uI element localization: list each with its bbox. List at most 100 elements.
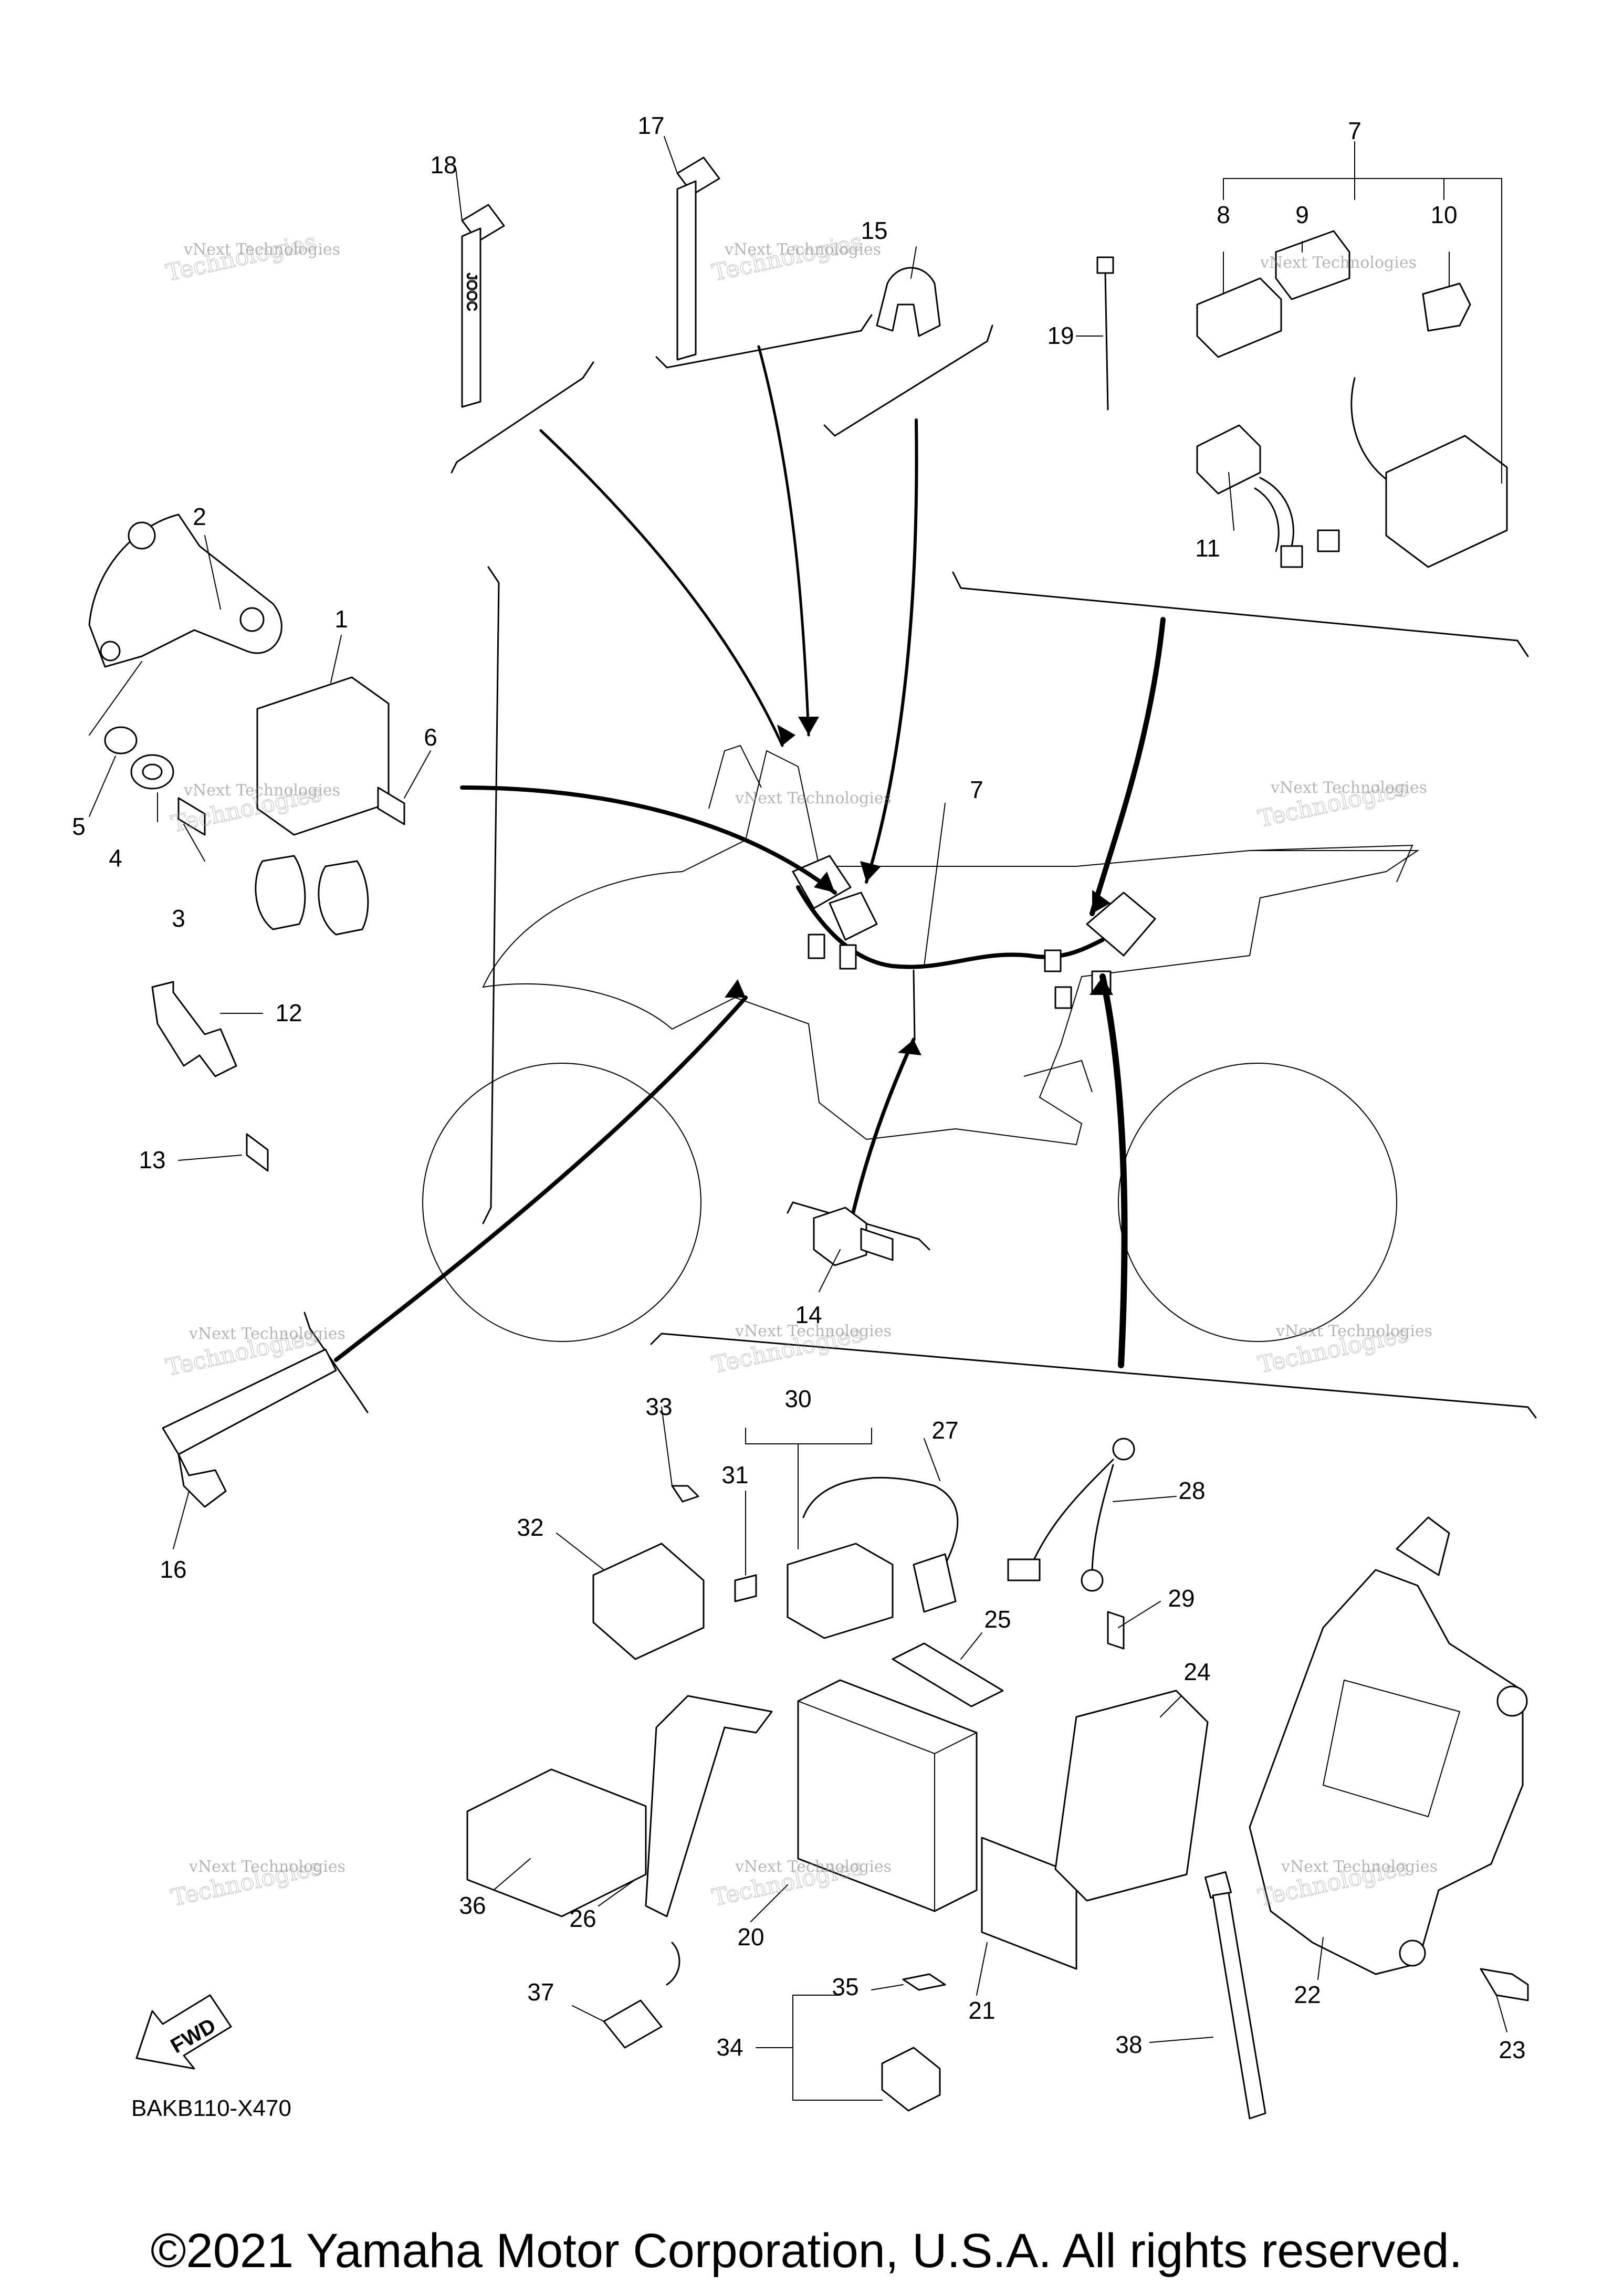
cover-21 xyxy=(981,1837,1077,1970)
callout-26: 26 xyxy=(569,1905,596,1932)
cable-tie-38 xyxy=(1204,1871,1266,2120)
callout-bracket-left xyxy=(460,566,837,1224)
sub-harness-11 xyxy=(1196,424,1340,568)
callout-bracket-top-right xyxy=(952,571,1529,916)
callout-21: 21 xyxy=(968,1997,995,2024)
callout-37: 37 xyxy=(527,1978,554,2006)
clamp-15 xyxy=(876,267,941,337)
watermark-1: vNext Technologies xyxy=(183,240,340,259)
band-26 xyxy=(645,1695,773,1917)
watermark-11: vNext Technologies xyxy=(735,1858,892,1876)
bracket-2 xyxy=(88,513,282,668)
band-16 xyxy=(162,1348,337,1508)
damper-4 xyxy=(130,754,174,790)
callout-17: 17 xyxy=(637,112,664,139)
callout-34: 34 xyxy=(716,2033,743,2061)
callout-32: 32 xyxy=(517,1514,543,1541)
callout-28: 28 xyxy=(1178,1477,1205,1504)
bolt-14 xyxy=(813,1207,894,1266)
callout-22: 22 xyxy=(1294,1981,1321,2008)
callout-38: 38 xyxy=(1115,2031,1142,2058)
bracket-12 xyxy=(151,981,237,1077)
callout-12: 12 xyxy=(275,999,302,1026)
arrowheads xyxy=(725,717,1113,1055)
callout-2: 2 xyxy=(193,503,206,530)
callout-bracket-top-left xyxy=(451,361,784,747)
sensor-37 xyxy=(603,1942,680,2049)
pad-24 xyxy=(1054,1690,1209,1902)
coupler-34 xyxy=(881,2047,941,2112)
watermark-3: vNext Technologies xyxy=(1260,254,1417,272)
callout-30: 30 xyxy=(784,1385,811,1412)
relay-1 xyxy=(255,676,390,936)
bolt-13 xyxy=(246,1133,269,1172)
battery-20 xyxy=(797,1679,978,1912)
part-number-callouts: 1 2 3 4 5 6 7 7 8 9 10 11 12 13 14 15 16… xyxy=(72,112,1525,2063)
diagram-code: BAKB110-X470 xyxy=(131,2095,291,2121)
watermarks: vNext Technologies Technologies vNext Te… xyxy=(163,228,1438,1912)
fuse-31 xyxy=(734,1574,757,1602)
callout-27: 27 xyxy=(931,1417,958,1444)
watermark-1b: Technologies xyxy=(164,228,319,286)
watermark-4: vNext Technologies xyxy=(183,781,340,800)
fuse-10 xyxy=(1422,282,1471,332)
callout-8: 8 xyxy=(1217,201,1230,228)
cover-32 xyxy=(592,1543,705,1660)
watermark-12: vNext Technologies xyxy=(1281,1858,1438,1876)
callout-15: 15 xyxy=(861,217,887,244)
callout-4: 4 xyxy=(109,844,122,872)
copyright-notice: ©2021 Yamaha Motor Corporation, U.S.A. A… xyxy=(150,2224,1463,2278)
callout-29: 29 xyxy=(1168,1585,1195,1612)
callout-bracket-bottom xyxy=(650,973,1537,1419)
callout-6: 6 xyxy=(424,724,437,751)
lead-28 xyxy=(1007,1438,1135,1592)
cable-tie-18: JOOC xyxy=(461,204,505,408)
harness-box-7 xyxy=(1350,377,1508,568)
bolt-29 xyxy=(1107,1611,1125,1650)
watermark-10: vNext Technologies xyxy=(188,1858,345,1876)
bolt-6 xyxy=(377,787,405,825)
band-25 xyxy=(892,1642,1004,1707)
collar-5 xyxy=(104,726,138,754)
callout-16: 16 xyxy=(160,1556,186,1583)
callout-bracket-bottom-left xyxy=(303,995,748,1413)
watermark-7: vNext Technologies xyxy=(188,1325,345,1343)
leader-lines xyxy=(89,136,1507,2101)
callout-36: 36 xyxy=(459,1892,486,1919)
cable-tie-19 xyxy=(1096,256,1114,411)
callout-10: 10 xyxy=(1430,201,1457,228)
bolt-3 xyxy=(177,797,206,836)
relay-9 xyxy=(1275,230,1350,300)
callout-3: 3 xyxy=(172,905,185,932)
callout-bracket-top-mid xyxy=(655,314,993,884)
callout-20: 20 xyxy=(737,1923,764,1951)
strap-marking: JOOC xyxy=(464,273,480,311)
callout-9: 9 xyxy=(1295,201,1309,228)
relay-8 xyxy=(1196,277,1282,358)
fwd-arrow: FWD xyxy=(135,1994,232,2070)
battery-box-22 xyxy=(1249,1516,1528,1975)
bolt-23 xyxy=(1480,1968,1529,2001)
watermark-8: vNext Technologies xyxy=(735,1322,892,1340)
screw-33 xyxy=(671,1485,699,1503)
callout-11: 11 xyxy=(1195,534,1220,562)
callout-7-top: 7 xyxy=(1348,117,1361,144)
callout-25: 25 xyxy=(984,1606,1011,1633)
watermark-2b: Technologies xyxy=(710,228,865,286)
rubber-35 xyxy=(902,1973,946,1991)
cover-36 xyxy=(466,1768,647,1917)
callout-13: 13 xyxy=(139,1146,165,1173)
callout-1: 1 xyxy=(334,605,348,633)
callout-24: 24 xyxy=(1183,1658,1210,1685)
watermark-2: vNext Technologies xyxy=(724,240,881,259)
watermark-6: vNext Technologies xyxy=(1270,779,1427,797)
callout-23: 23 xyxy=(1499,2036,1525,2063)
cable-tie-17 xyxy=(676,156,720,361)
watermark-9: vNext Technologies xyxy=(1275,1322,1432,1340)
callout-35: 35 xyxy=(832,1973,858,2000)
callout-5: 5 xyxy=(72,813,86,840)
watermark-5: vNext Technologies xyxy=(735,789,892,808)
callout-33: 33 xyxy=(645,1393,672,1420)
starter-relay-30 xyxy=(787,1476,959,1639)
